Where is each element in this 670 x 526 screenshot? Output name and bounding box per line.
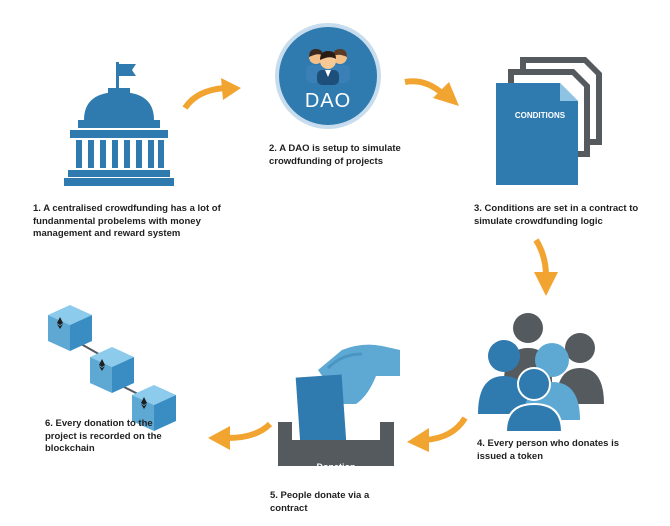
blockchain-cubes-icon <box>48 305 176 431</box>
step-2-line-2: crowdfunding of projects <box>269 155 383 167</box>
step-4-caption: 4. Every person who donates is issued a … <box>477 438 619 463</box>
people-group-icon <box>478 313 604 433</box>
flow-arrow-icon <box>182 78 241 110</box>
dao-people-icon <box>306 49 350 85</box>
capitol-icon <box>64 62 174 186</box>
step-5-line-2: contract <box>270 502 308 514</box>
step-1-caption: 1. A centralised crowdfunding has a lot … <box>33 203 221 241</box>
step-1-line-3: management and reward system <box>33 228 181 239</box>
conditions-label: CONDITIONS <box>514 111 566 120</box>
step-6-line-3: blockchain <box>45 443 95 454</box>
flow-arrow-icon <box>407 416 468 452</box>
step-5-line-1: 5. People donate via a <box>270 490 370 501</box>
step-2-caption: 2. A DAO is setup to simulate crowdfundi… <box>269 143 401 168</box>
donation-label: Donation <box>316 462 356 472</box>
step-1-line-1: 1. A centralised crowdfunding has a lot … <box>33 203 221 214</box>
donation-box-icon <box>278 344 400 466</box>
step-6-line-1: 6. Every donation to the <box>45 418 153 429</box>
step-6-caption: 6. Every donation to the project is reco… <box>45 418 162 456</box>
documents-icon <box>496 57 602 185</box>
step-2-line-1: 2. A DAO is setup to simulate <box>269 143 401 154</box>
step-6-line-2: project is recorded on the <box>45 430 162 442</box>
step-1-line-2: fundanmental probelems with money <box>33 215 201 227</box>
step-5-caption: 5. People donate via a contract <box>270 490 369 515</box>
step-3-caption: 3. Conditions are set in a contract to s… <box>474 203 638 228</box>
dao-label: DAO <box>304 90 352 112</box>
step-3-line-1: 3. Conditions are set in a contract to <box>474 203 639 214</box>
step-4-line-2: issued a token <box>477 450 543 462</box>
step-4-line-1: 4. Every person who donates is <box>477 438 620 449</box>
flow-arrow-icon <box>533 238 558 296</box>
flow-arrow-icon <box>404 78 459 106</box>
step-3-line-2: simulate crowdfunding logic <box>474 215 603 227</box>
flow-arrow-icon <box>208 421 273 450</box>
